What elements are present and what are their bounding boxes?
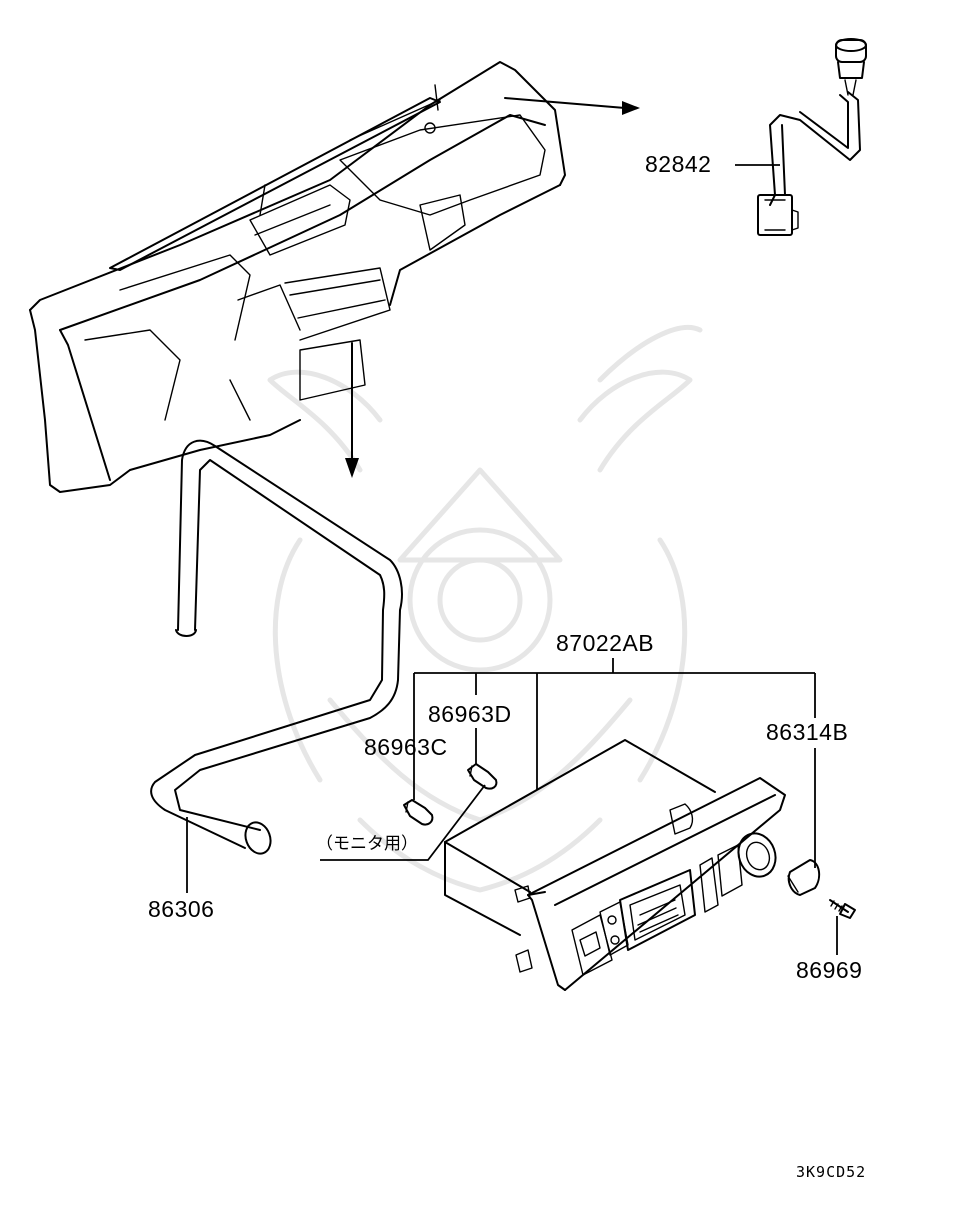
- part-label-86314b: 86314B: [766, 719, 849, 745]
- part-label-86963c: 86963C: [364, 734, 448, 760]
- diagram-code: 3K9CD52: [796, 1163, 867, 1181]
- part-label-86306: 86306: [148, 896, 215, 922]
- bulb-86963d: [467, 763, 498, 790]
- part-label-86969: 86969: [796, 957, 863, 983]
- part-label-87022ab: 87022AB: [556, 630, 655, 656]
- watermark-emblem: [267, 324, 703, 893]
- leader-lines: [186, 164, 838, 955]
- pointer-arrows: [345, 97, 640, 478]
- monitor-use-note: （モニタ用）: [316, 834, 418, 854]
- screw-86969: [829, 899, 856, 919]
- part-label-82842: 82842: [645, 151, 712, 177]
- part-label-86963d: 86963D: [428, 701, 512, 727]
- harness-82842: [757, 38, 867, 236]
- dashboard-illustration: [29, 61, 566, 493]
- heater-control-87022ab: [444, 739, 786, 991]
- bulb-86963c: [403, 799, 434, 826]
- duct-hose-86306: [150, 439, 403, 855]
